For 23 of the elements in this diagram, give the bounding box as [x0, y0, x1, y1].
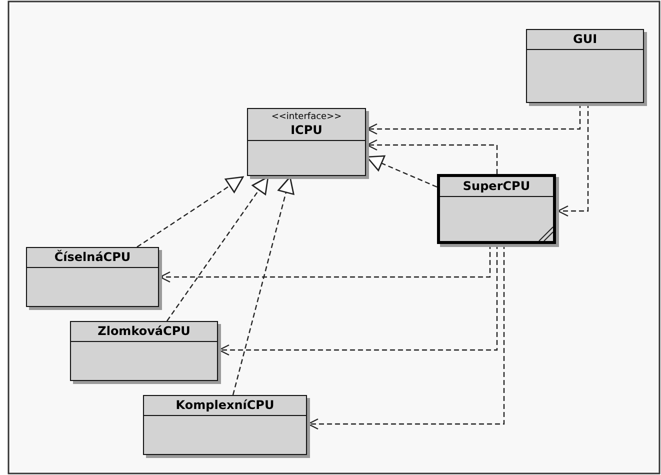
dependency-arrow [307, 244, 505, 430]
dependency-arrow [366, 103, 581, 135]
realization-arrow [232, 176, 294, 396]
class-name: ICPU [290, 123, 322, 138]
realization-arrow [366, 155, 438, 188]
class-box [247, 108, 366, 176]
dependency-arrow [366, 139, 498, 174]
class-box [526, 29, 644, 103]
dependency-arrow [557, 103, 589, 217]
class-name: SuperCPU [462, 179, 530, 194]
class-box [70, 321, 218, 381]
class-name: GUI [572, 32, 598, 47]
stereotype-label: <<interface>> [271, 111, 342, 123]
dependency-arrow [218, 244, 498, 356]
class-box [143, 395, 307, 455]
realization-arrow [136, 176, 244, 248]
class-name: ČíselnáCPU [54, 250, 131, 265]
realization-arrow [166, 176, 269, 322]
class-box [437, 174, 556, 244]
class-box [26, 247, 159, 307]
class-name: KomplexníCPU [176, 398, 274, 413]
dependency-arrow [159, 244, 491, 283]
class-name: ZlomkováCPU [98, 324, 190, 339]
